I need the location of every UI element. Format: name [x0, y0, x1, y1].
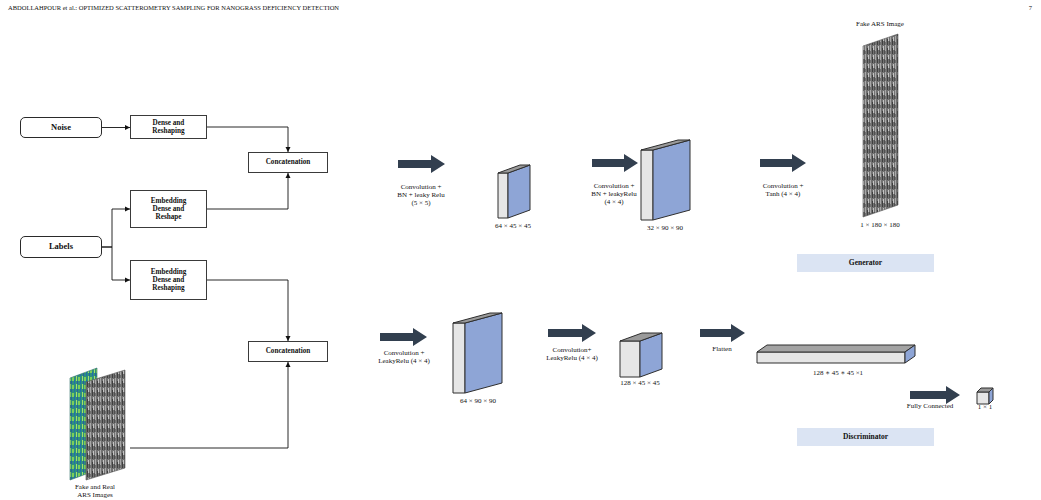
- block-side: [465, 313, 502, 393]
- connector-line: [130, 362, 288, 448]
- flow-arrow: [592, 154, 638, 172]
- dimension-label: 32 × 90 × 90: [647, 224, 683, 232]
- block-front: [641, 150, 653, 220]
- block-top: [498, 165, 530, 173]
- connectors: [102, 127, 288, 448]
- connector-line: [102, 127, 130, 128]
- block-front: [498, 173, 508, 218]
- dimension-label: 128 × 45 × 45: [620, 379, 659, 387]
- node-text: Generator: [849, 259, 882, 268]
- node-text: Noise: [51, 123, 71, 133]
- connector-line: [102, 247, 130, 280]
- dimension-label: 1 × 180 × 180: [860, 221, 899, 229]
- output-cube-side: [989, 388, 993, 404]
- connector-line: [207, 127, 288, 152]
- section-band: Generator: [797, 254, 934, 272]
- dimension-label: 1 × 1: [978, 403, 992, 411]
- output-cube-front: [977, 392, 989, 404]
- section-band: Discriminator: [797, 428, 934, 446]
- layer-label: Flatten: [712, 345, 731, 353]
- feature-blocks: [453, 140, 993, 404]
- fake-ars-image: [86, 370, 125, 480]
- flow-arrow: [548, 324, 596, 342]
- node-text: Embedding Dense and Reshape: [145, 197, 192, 222]
- process-box: Embedding Dense and Reshaping: [130, 260, 207, 300]
- block-front: [453, 323, 465, 393]
- block-front: [620, 341, 640, 377]
- flow-arrow: [380, 328, 427, 346]
- flow-arrow: [398, 155, 445, 173]
- layer-label: Fully Connected: [907, 402, 953, 410]
- connector-line: [207, 280, 288, 341]
- flow-arrow: [700, 324, 745, 342]
- running-header: ABDOLLAHPOUR et al.: OPTIMIZED SCATTEROM…: [8, 4, 339, 11]
- node-text: Concatenation: [266, 158, 311, 166]
- dimension-label: 128 ∗ 45 ∗ 45 ×1: [813, 369, 863, 377]
- dimension-label: 64 × 45 × 45: [495, 222, 531, 230]
- flatten-bar-top: [757, 345, 915, 352]
- layer-label: Convolution + Tanh (4 × 4): [756, 182, 810, 198]
- block-side: [653, 140, 690, 220]
- node-text: Dense and Reshaping: [145, 119, 192, 136]
- concat-box: Concatenation: [248, 152, 328, 173]
- image-node: Fake and Real ARS Images: [60, 362, 130, 500]
- flatten-bar-front: [757, 352, 905, 363]
- node-text: Embedding Dense and Reshaping: [145, 268, 192, 293]
- flatten-bar-end: [905, 345, 915, 363]
- process-box: Dense and Reshaping: [130, 115, 207, 139]
- input-box: Labels: [20, 236, 102, 258]
- node-text: Discriminator: [843, 433, 888, 442]
- node-text: Labels: [49, 242, 73, 252]
- dimension-label: 64 × 90 × 90: [460, 397, 496, 405]
- block-side: [508, 165, 530, 218]
- process-box: Embedding Dense and Reshape: [130, 190, 207, 228]
- layer-label: Convolution + BN + leaky Relu (5 × 5): [396, 183, 446, 207]
- block-top: [453, 313, 502, 323]
- flow-arrow: [760, 154, 806, 172]
- layer-label: Convolution+ LeakyRelu (4 × 4): [545, 346, 599, 362]
- layer-label: Convolution + BN + leakyRelu (4 × 4): [589, 182, 639, 206]
- block-top: [620, 333, 662, 341]
- node-text: Concatenation: [266, 347, 311, 355]
- concat-box: Concatenation: [248, 341, 328, 362]
- input-box: Noise: [20, 117, 102, 138]
- node-text: Fake and Real ARS Images: [70, 483, 120, 499]
- connector-line: [102, 209, 130, 247]
- fake-ars-image: [863, 34, 898, 217]
- connector-line: [207, 173, 288, 209]
- flow-arrow: [910, 386, 960, 404]
- page-number: 7: [1029, 4, 1032, 11]
- image-label: Fake ARS Image: [856, 20, 904, 28]
- layer-label: Convolution + LeakyRelu (4 × 4): [377, 349, 431, 365]
- block-top: [641, 140, 690, 150]
